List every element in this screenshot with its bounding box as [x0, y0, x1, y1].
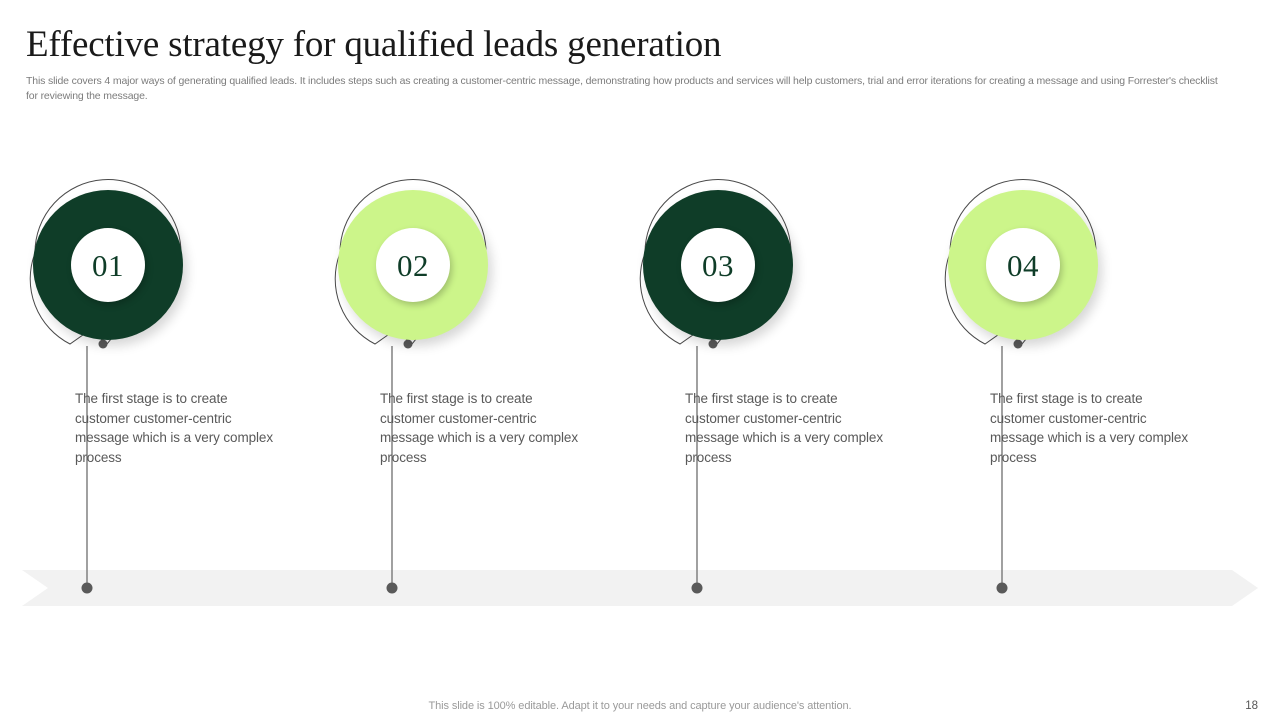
step-number-4: 04	[1007, 247, 1039, 283]
step-badge-2[interactable]: 02	[338, 190, 488, 340]
step-number-2: 02	[397, 247, 429, 283]
step-group-3[interactable]: 03 The first stage is to create customer…	[610, 150, 883, 590]
step-group-4[interactable]: 04 The first stage is to create customer…	[915, 150, 1188, 590]
step-number-1: 01	[92, 247, 124, 283]
step-badge-4[interactable]: 04	[948, 190, 1098, 340]
pin-marker-2[interactable]: 02	[305, 150, 515, 400]
pin-marker-1[interactable]: 01	[0, 150, 210, 400]
step-group-2[interactable]: 02 The first stage is to create customer…	[305, 150, 578, 590]
page-number: 18	[1245, 700, 1258, 712]
step-description-4: The first stage is to create customer cu…	[990, 391, 1188, 465]
pin-marker-3[interactable]: 03	[610, 150, 820, 400]
step-badge-3[interactable]: 03	[643, 190, 793, 340]
page-title: Effective strategy for qualified leads g…	[26, 24, 722, 65]
step-badge-inner-1: 01	[71, 228, 145, 302]
pin-marker-4[interactable]: 04	[915, 150, 1125, 400]
step-badge-inner-3: 03	[681, 228, 755, 302]
step-description-1: The first stage is to create customer cu…	[75, 391, 273, 465]
footer-note: This slide is 100% editable. Adapt it to…	[428, 700, 852, 712]
step-description-2: The first stage is to create customer cu…	[380, 391, 578, 465]
step-group-1[interactable]: 01 The first stage is to create customer…	[0, 150, 273, 590]
step-badge-inner-2: 02	[376, 228, 450, 302]
step-description-3: The first stage is to create customer cu…	[685, 391, 883, 465]
step-badge-1[interactable]: 01	[33, 190, 183, 340]
step-number-3: 03	[702, 247, 734, 283]
step-badge-inner-4: 04	[986, 228, 1060, 302]
slide-header: Effective strategy for qualified leads g…	[26, 22, 1236, 103]
slide-subtitle: This slide covers 4 major ways of genera…	[26, 75, 1218, 102]
